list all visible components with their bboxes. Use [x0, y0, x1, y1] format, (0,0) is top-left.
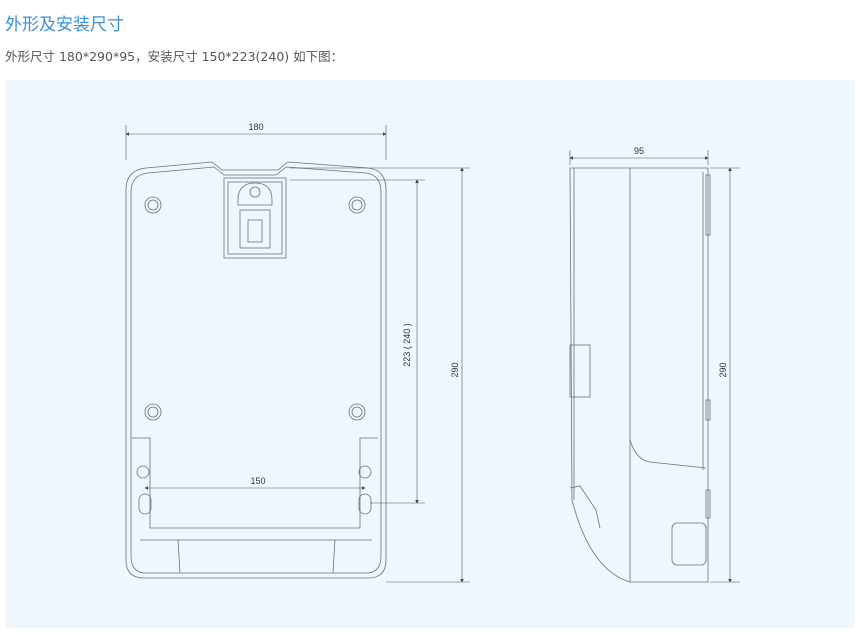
mounting-holes: [136, 196, 372, 515]
side-height-dimension-label: 290: [718, 362, 728, 377]
mount-height-dimension-label: 223 ( 240 ): [402, 323, 412, 367]
drawing-panel: [5, 80, 855, 628]
section-heading: 外形及安装尺寸: [5, 15, 124, 35]
front-view: 180 290 223 ( 240 ) 150: [125, 122, 470, 583]
height-dimension-label: 290: [450, 362, 460, 377]
dimensions-description: 外形尺寸 180*290*95，安装尺寸 150*223(240) 如下图：: [5, 49, 344, 64]
mount-width-dimension-label: 150: [250, 476, 265, 486]
width-dimension-label: 180: [248, 122, 263, 132]
side-view: 95 290: [569, 146, 740, 583]
depth-dimension-label: 95: [634, 146, 644, 156]
